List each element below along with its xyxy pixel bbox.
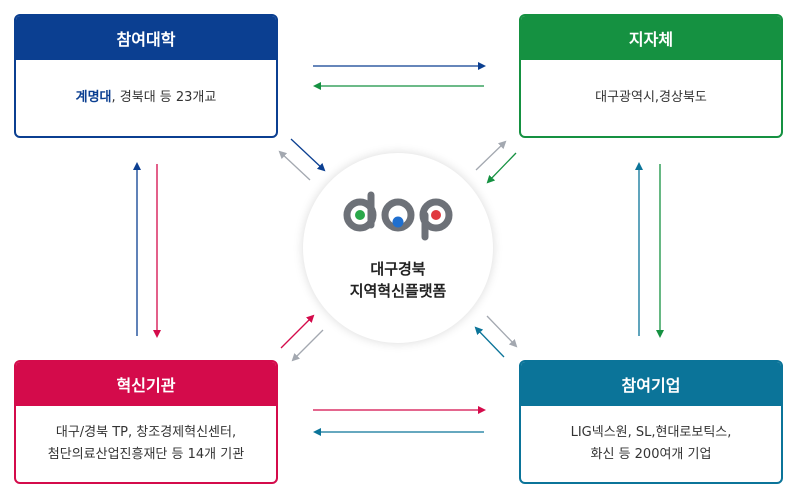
arrow-center-to-local xyxy=(475,140,507,171)
center-platform: 대구경북 지역혁신플랫폼 xyxy=(303,153,493,343)
node-innovation-line2: 첨단의료산업진흥재단 등 14개 기관 xyxy=(47,447,245,462)
node-university-title: 참여대학 xyxy=(16,16,276,60)
arrow-univ-to-center xyxy=(290,138,326,172)
arrow-center-to-corp xyxy=(486,315,518,348)
node-company-title: 참여기업 xyxy=(521,362,781,406)
node-local-gov: 지자체 대구광역시,경상북도 xyxy=(519,14,783,138)
arrow-center-to-innov xyxy=(291,329,324,362)
node-innovation-line1: 대구/경북 TP, 창조경제혁신센터, xyxy=(55,425,237,440)
node-company-line1: LIG넥스원, SL,현대로보틱스, xyxy=(570,425,732,440)
platform-logo-icon xyxy=(343,191,453,241)
node-local-gov-line1: 대구광역시,경상북도 xyxy=(595,90,707,105)
arrow-center-to-univ xyxy=(278,150,311,181)
node-university-rest: , 경북대 등 23개교 xyxy=(111,90,217,105)
node-company: 참여기업 LIG넥스원, SL,현대로보틱스, 화신 등 200여개 기업 xyxy=(519,360,783,484)
node-company-body: LIG넥스원, SL,현대로보틱스, 화신 등 200여개 기업 xyxy=(521,406,781,482)
center-label-line1: 대구경북 xyxy=(370,260,426,278)
node-local-gov-body: 대구광역시,경상북도 xyxy=(521,60,781,136)
node-university-highlight: 계명대 xyxy=(75,90,112,105)
center-label-line2: 지역혁신플랫폼 xyxy=(349,282,447,300)
arrow-corp-to-center xyxy=(474,326,505,358)
node-local-gov-title: 지자체 xyxy=(521,16,781,60)
arrow-innov-to-center xyxy=(280,314,315,349)
node-innovation-body: 대구/경북 TP, 창조경제혁신센터, 첨단의료산업진흥재단 등 14개 기관 xyxy=(16,406,276,482)
node-innovation: 혁신기관 대구/경북 TP, 창조경제혁신센터, 첨단의료산업진흥재단 등 14… xyxy=(14,360,278,484)
node-innovation-title: 혁신기관 xyxy=(16,362,276,406)
node-company-line2: 화신 등 200여개 기업 xyxy=(590,447,712,462)
arrow-local-to-center xyxy=(486,152,517,184)
node-university-body: 계명대, 경북대 등 23개교 xyxy=(16,60,276,136)
node-university: 참여대학 계명대, 경북대 등 23개교 xyxy=(14,14,278,138)
center-label: 대구경북 지역혁신플랫폼 xyxy=(303,258,493,302)
